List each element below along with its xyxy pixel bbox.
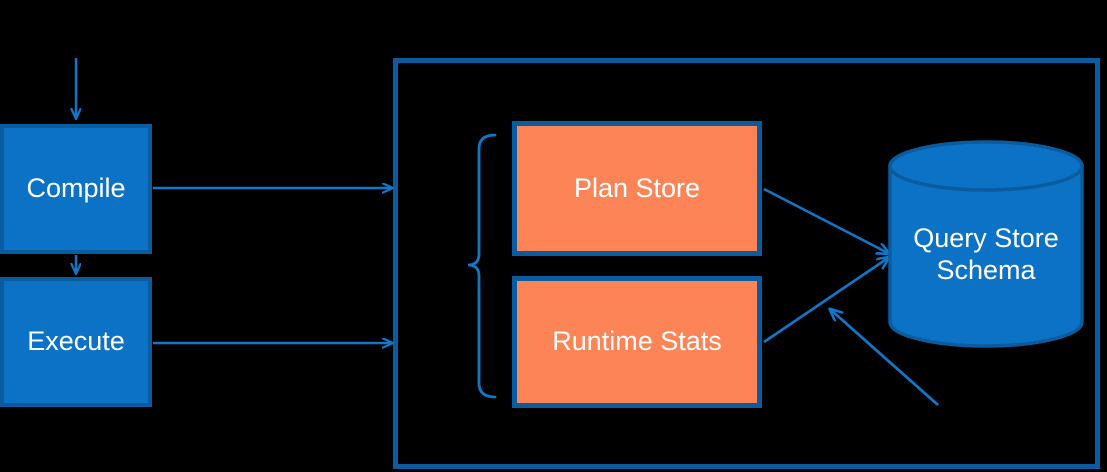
runtime-stats-to-schema-arrow xyxy=(763,258,888,344)
query-store-schema-cylinder xyxy=(888,140,1084,348)
execute-box[interactable] xyxy=(0,277,152,407)
plan-store-box[interactable] xyxy=(512,121,762,256)
external-to-schema-arrow xyxy=(831,310,939,407)
grouping-brace xyxy=(467,133,497,399)
compile-box[interactable] xyxy=(0,124,152,254)
plan-store-to-schema-arrow xyxy=(763,187,888,253)
runtime-stats-box[interactable] xyxy=(512,276,762,408)
query-store-container xyxy=(393,58,1100,469)
